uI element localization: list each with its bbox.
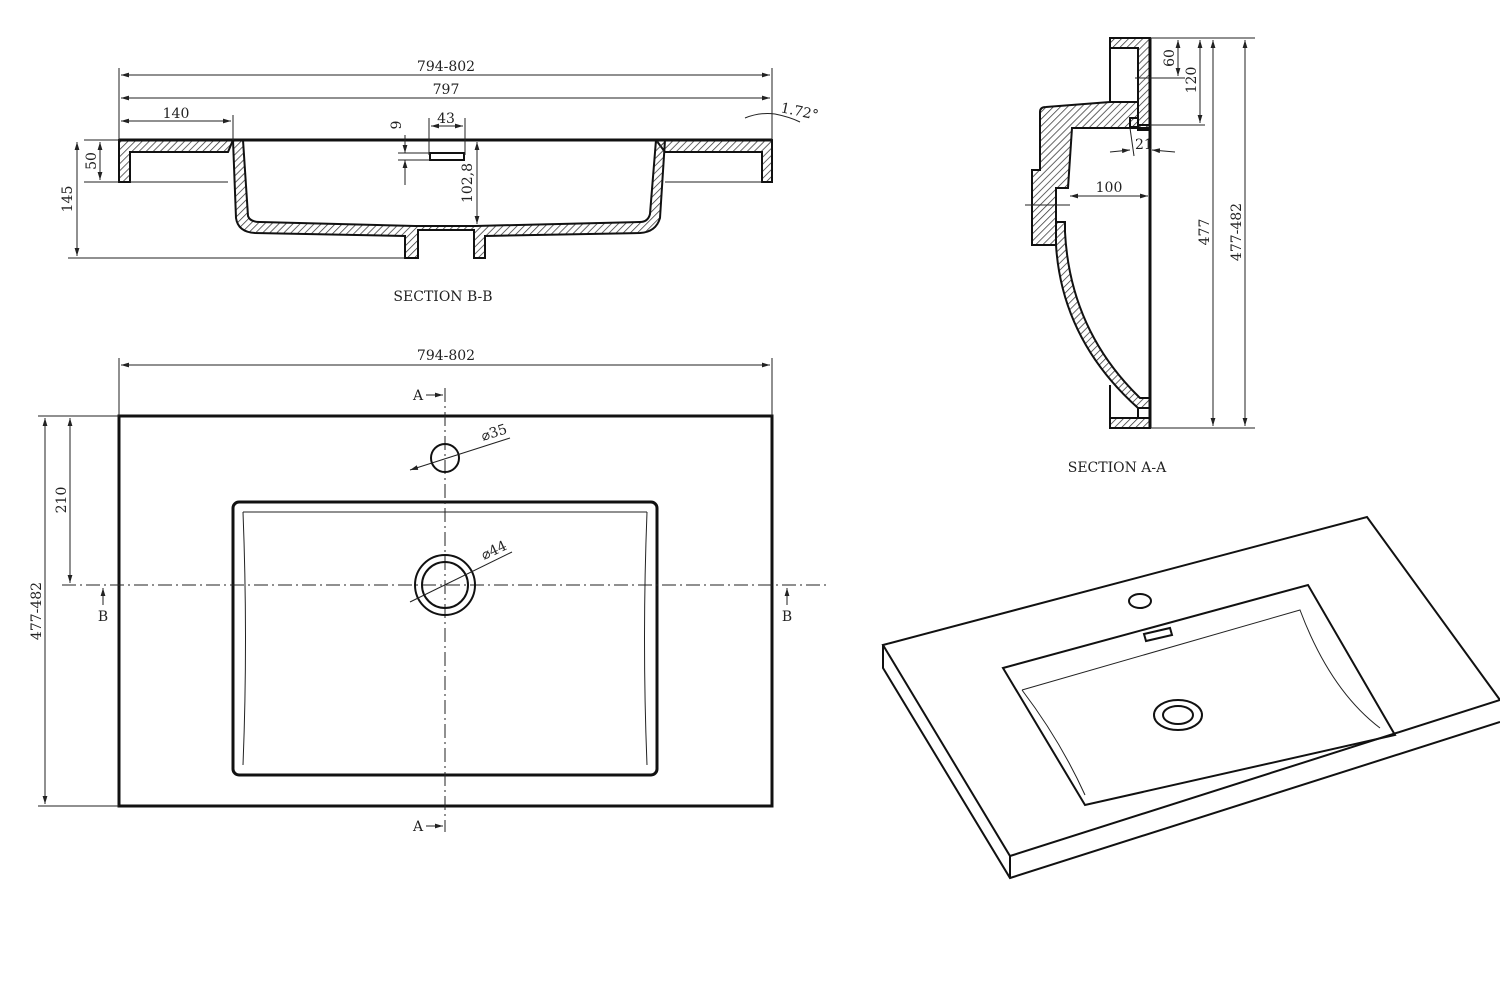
- rear-deck-section: [1031, 101, 1151, 246]
- dim-overall-range: 794-802: [417, 59, 475, 75]
- right-flange-section: [654, 139, 773, 183]
- dim-60: 60: [1162, 49, 1178, 67]
- plan-view: ⌀35 ⌀44 794-802 210 477-482 B B A A: [29, 348, 828, 835]
- bowl-section: [231, 139, 667, 259]
- dim-overall: 797: [433, 82, 460, 98]
- dim-slot-width: 43: [437, 111, 455, 127]
- section-mark-b-left: B: [98, 609, 108, 625]
- section-a-a-title: SECTION A-A: [1068, 460, 1167, 476]
- section-mark-a-top: A: [412, 388, 424, 404]
- dim-120: 120: [1184, 67, 1200, 94]
- drain-hole-label: ⌀44: [479, 538, 510, 564]
- drain-iso-outer: [1153, 699, 1203, 731]
- dim-depth-range: 477-482: [29, 582, 45, 640]
- countertop-edge: [882, 645, 1500, 880]
- dim-100: 100: [1096, 180, 1123, 196]
- front-lip-section: [1109, 417, 1151, 429]
- drain-outer: [414, 554, 476, 616]
- dim-21: 21: [1135, 137, 1153, 153]
- basin-rim: [1001, 583, 1397, 807]
- tap-hole-iso: [1128, 593, 1152, 609]
- drain-inner: [421, 561, 469, 609]
- dim-slot-height: 9: [389, 121, 405, 130]
- dim-flange: 140: [163, 106, 190, 122]
- dim-total-height: 145: [60, 186, 76, 213]
- overflow-slot-iso: [1142, 626, 1174, 643]
- left-flange-section: [118, 139, 235, 183]
- section-mark-a-bottom: A: [412, 819, 424, 835]
- dim-flange-height: 50: [84, 152, 100, 170]
- dim-width-range: 794-802: [417, 348, 475, 364]
- dim-477: 477: [1197, 219, 1213, 246]
- section-a-a: 60 120 21 100 477 477-482 SECTION A-A: [1025, 37, 1255, 476]
- section-b-b-title: SECTION B-B: [393, 289, 492, 305]
- bowl-wall-section: [1055, 221, 1151, 409]
- isometric-view: [881, 515, 1500, 880]
- drain-iso-inner: [1162, 705, 1194, 725]
- tap-hole: [430, 443, 460, 473]
- countertop-top-face: [881, 515, 1500, 858]
- dim-210: 210: [54, 487, 70, 514]
- dim-angle: 1.72°: [779, 100, 820, 124]
- tap-hole-label: ⌀35: [479, 421, 509, 444]
- dim-bowl-depth: 102,8: [460, 163, 476, 203]
- section-mark-b-right: B: [782, 609, 792, 625]
- overflow-slot: [429, 152, 465, 161]
- dim-477-482: 477-482: [1229, 203, 1245, 261]
- section-b-b: 794-802 797 140 43 9 102,8 50 145 1.72° …: [60, 59, 820, 305]
